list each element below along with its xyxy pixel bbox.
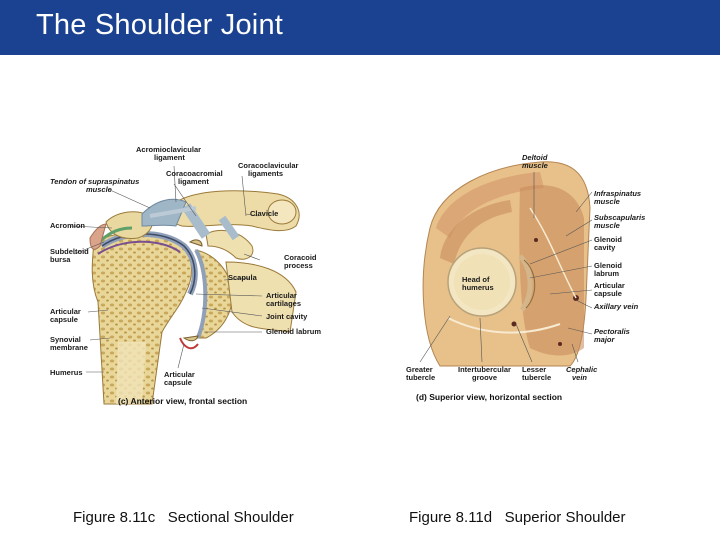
figure-c-caption-text: Anterior view, frontal section xyxy=(130,396,247,406)
figure-c-caption-prefix: (c) xyxy=(118,396,128,406)
label-tendon-supraspinatus: Tendon of supraspinatus muscle xyxy=(50,178,139,194)
label-glenoid-labrum-d: Glenoid labrum xyxy=(594,262,622,278)
frontal-section-figure: Acromioclavicular ligament Coracoclavicu… xyxy=(46,142,336,410)
caption-right: Figure 8.11d Superior Shoulder xyxy=(409,509,626,526)
figure-d-caption-prefix: (d) xyxy=(416,392,427,402)
label-line: labrum xyxy=(594,270,622,278)
label-glenoid-labrum-c: Glenoid labrum xyxy=(266,328,321,336)
label-glenoid-cavity: Glenoid cavity xyxy=(594,236,622,252)
label-coracoclavicular: Coracoclavicular ligaments xyxy=(238,162,298,178)
label-infraspinatus: Infraspinatus muscle xyxy=(594,190,641,206)
label-joint-cavity: Joint cavity xyxy=(266,313,307,321)
label-line: bursa xyxy=(50,256,89,264)
label-line: capsule xyxy=(594,290,625,298)
label-articular-capsule-d: Articular capsule xyxy=(594,282,625,298)
label-line: capsule xyxy=(50,316,81,324)
label-line: humerus xyxy=(462,284,494,292)
label-scapula: Scapula xyxy=(228,274,257,282)
figure-d-caption-text: Superior view, horizontal section xyxy=(429,392,562,402)
label-line: vein xyxy=(566,374,597,382)
label-coracoacromial: Coracoacromial ligament xyxy=(166,170,223,186)
label-deltoid: Deltoid muscle xyxy=(522,154,548,170)
label-line: muscle xyxy=(594,222,645,230)
label-axillary-vein: Axillary vein xyxy=(594,303,638,311)
label-line: ligament xyxy=(166,178,223,186)
label-line: cavity xyxy=(594,244,622,252)
label-pectoralis: Pectoralis major xyxy=(594,328,630,344)
horizontal-section-figure: Deltoid muscle Infraspinatus muscle Subs… xyxy=(400,148,670,410)
label-greater-tubercle: Greater tubercle xyxy=(406,366,435,382)
label-head-humerus: Head of humerus xyxy=(462,276,494,292)
label-line: muscle xyxy=(522,162,548,170)
label-intertubercular: Intertubercular groove xyxy=(458,366,511,382)
label-subscapularis: Subscapularis muscle xyxy=(594,214,645,230)
label-line: ligaments xyxy=(238,170,298,178)
label-subdeltoid: Subdeltoid bursa xyxy=(50,248,89,264)
label-line: ligament xyxy=(136,154,201,162)
label-line: process xyxy=(284,262,317,270)
label-line: capsule xyxy=(164,379,195,387)
label-line: muscle xyxy=(50,186,139,194)
label-clavicle: Clavicle xyxy=(250,210,278,218)
label-line: cartilages xyxy=(266,300,301,308)
label-articular-capsule-left: Articular capsule xyxy=(50,308,81,324)
label-coracoid: Coracoid process xyxy=(284,254,317,270)
label-line: muscle xyxy=(594,198,641,206)
label-line: tubercle xyxy=(522,374,551,382)
slide-title: The Shoulder Joint xyxy=(36,9,283,42)
label-line: groove xyxy=(458,374,511,382)
label-articular-cartilages: Articular cartilages xyxy=(266,292,301,308)
label-line: tubercle xyxy=(406,374,435,382)
caption-left: Figure 8.11c Sectional Shoulder xyxy=(73,509,294,526)
label-line: membrane xyxy=(50,344,88,352)
label-line: major xyxy=(594,336,630,344)
label-acromioclavicular: Acromioclavicular ligament xyxy=(136,146,201,162)
title-bar: The Shoulder Joint xyxy=(0,0,720,55)
label-acromion: Acromion xyxy=(50,222,85,230)
label-humerus: Humerus xyxy=(50,369,83,377)
figure-c-caption: (c) Anterior view, frontal section xyxy=(118,396,247,406)
figure-d-caption: (d) Superior view, horizontal section xyxy=(416,392,562,402)
label-lesser-tubercle: Lesser tubercle xyxy=(522,366,551,382)
label-synovial-membrane: Synovial membrane xyxy=(50,336,88,352)
label-articular-capsule-bottom: Articular capsule xyxy=(164,371,195,387)
label-cephalic-vein: Cephalic vein xyxy=(566,366,597,382)
